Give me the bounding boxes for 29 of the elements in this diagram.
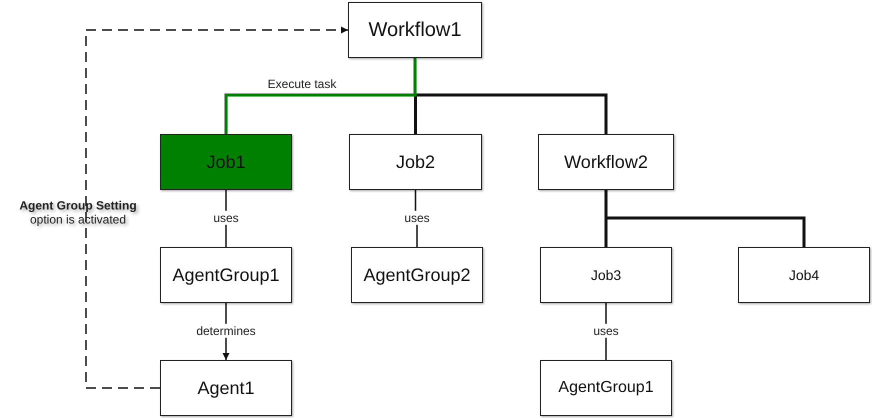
edge-label: uses [211, 210, 241, 225]
process-box [538, 134, 674, 190]
node-label: Job3 [590, 267, 622, 283]
edge-label: uses [591, 323, 621, 338]
connector-line [224, 58, 416, 134]
connector-line [604, 190, 806, 247]
process-box [540, 360, 672, 416]
edge-label: Agent Group Setting option is activated [18, 198, 138, 228]
process-box [351, 247, 483, 303]
dashed-arrow [85, 26, 348, 389]
node-label: Workflow1 [368, 18, 462, 42]
process-box [160, 360, 292, 416]
process-box [160, 247, 292, 303]
edge-label: uses [402, 210, 432, 225]
process-box [160, 134, 292, 190]
edge-label: Execute task [266, 76, 338, 92]
process-box [348, 2, 482, 58]
node-label: AgentGroup2 [363, 264, 471, 286]
node-label: Job1 [206, 152, 246, 172]
edge-label: determines [194, 323, 258, 338]
process-box [349, 134, 482, 190]
node-label: Job2 [396, 152, 436, 172]
node-label: AgentGroup1 [172, 264, 280, 286]
process-box [738, 247, 870, 303]
node-label: AgentGroup1 [558, 379, 654, 397]
node-label: Workflow2 [564, 152, 648, 172]
process-box [540, 247, 672, 303]
node-label: Agent1 [197, 378, 255, 398]
node-label: Job4 [788, 267, 820, 283]
